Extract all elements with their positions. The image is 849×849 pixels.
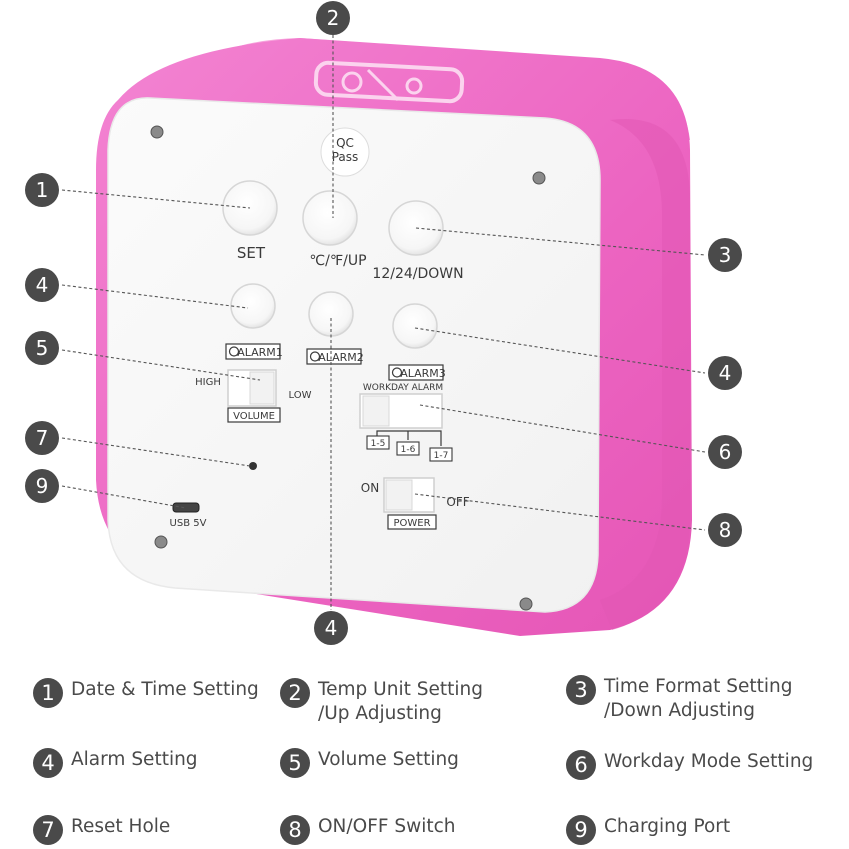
workday-alarm-label: WORKDAY ALARM	[363, 383, 443, 393]
svg-text:5: 5	[36, 336, 49, 360]
svg-text:9: 9	[36, 474, 49, 498]
legend-item-2: 2 Temp Unit Setting /Up Adjusting	[280, 678, 483, 726]
power-label: POWER	[393, 518, 430, 529]
format-down-label: 12/24/DOWN	[372, 266, 463, 282]
legend-text: Time Format Setting /Down Adjusting	[604, 676, 793, 721]
svg-text:6: 6	[719, 440, 732, 464]
legend-text: Temp Unit Setting /Up Adjusting	[318, 679, 483, 724]
legend-item-3: 3 Time Format Setting /Down Adjusting	[566, 675, 792, 723]
alarm-clock-icon	[309, 351, 321, 362]
usb-port[interactable]	[172, 502, 200, 513]
alarm-clock-icon	[228, 346, 240, 357]
legend-item-6: 6 Workday Mode Setting	[566, 750, 813, 780]
svg-text:4: 4	[36, 273, 49, 297]
legend-badge: 7	[33, 815, 63, 845]
callout-badges: 1 2 3 4 5 4 7 9 6 8 4	[25, 1, 742, 645]
power-switch[interactable]	[383, 477, 435, 513]
on-label: ON	[361, 481, 379, 495]
leader-lines	[61, 35, 706, 610]
workday-switch[interactable]	[359, 393, 443, 429]
qc-sticker: QC Pass	[320, 127, 370, 177]
legend-item-1: 1 Date & Time Setting	[33, 678, 259, 708]
alarm2-label: ALARM2	[318, 351, 364, 364]
set-label: SET	[237, 244, 266, 262]
legend-badge: 2	[280, 678, 310, 708]
legend-text: Volume Setting	[318, 749, 459, 770]
alarm3-label: ALARM3	[400, 367, 446, 380]
legend-text: Reset Hole	[71, 816, 171, 837]
svg-text:7: 7	[36, 426, 49, 450]
callout-4-left: 4	[25, 268, 59, 302]
legend-badge: 4	[33, 748, 63, 778]
legend-badge: 6	[566, 750, 596, 780]
callout-2: 2	[316, 1, 350, 35]
callout-4-right: 4	[708, 356, 742, 390]
screw-bottom-left	[154, 535, 168, 549]
workday-1-5-label: 1-5	[371, 439, 386, 449]
workday-bracket	[376, 430, 442, 446]
legend-text: Alarm Setting	[71, 749, 198, 770]
off-label: OFF	[446, 495, 469, 509]
alarm1-tag: ALARM1	[225, 343, 283, 360]
svg-text:1: 1	[36, 178, 49, 202]
screw-bottom-right	[519, 597, 533, 611]
workday-1-7-label: 1-7	[434, 451, 449, 461]
alarm2-tag: ALARM2	[306, 348, 364, 365]
callout-4-bottom: 4	[314, 611, 348, 645]
volume-label: VOLUME	[233, 411, 275, 422]
screw-top-right	[532, 171, 546, 185]
temp-up-button[interactable]	[302, 190, 358, 246]
low-label: LOW	[289, 390, 312, 401]
reset-hole[interactable]	[249, 462, 257, 470]
housing-side	[600, 119, 690, 630]
alarm3-tag: ALARM3	[388, 364, 446, 381]
legend-text: Charging Port	[604, 816, 731, 837]
callout-6: 6	[708, 435, 742, 469]
svg-text:2: 2	[327, 6, 340, 30]
legend-item-7: 7 Reset Hole	[33, 815, 170, 845]
screw-top-left	[150, 125, 164, 139]
svg-text:4: 4	[719, 361, 732, 385]
legend-item-4: 4 Alarm Setting	[33, 748, 198, 778]
svg-text:3: 3	[719, 243, 732, 267]
high-label: HIGH	[195, 377, 221, 388]
legend-item-5: 5 Volume Setting	[280, 748, 459, 778]
temp-up-label: ℃/℉/UP	[309, 253, 366, 269]
legend-text: Workday Mode Setting	[604, 751, 814, 772]
alarm3-button[interactable]	[392, 303, 438, 349]
legend-item-9: 9 Charging Port	[566, 815, 730, 845]
callout-7: 7	[25, 421, 59, 455]
alarm1-button[interactable]	[230, 283, 276, 329]
legend-badge: 1	[33, 678, 63, 708]
alarm-clock-icon	[391, 367, 403, 378]
workday-1-6-label: 1-6	[401, 445, 416, 455]
callout-5: 5	[25, 331, 59, 365]
legend-text: Date & Time Setting	[71, 679, 259, 700]
legend-badge: 3	[566, 675, 596, 705]
svg-text:8: 8	[719, 518, 732, 542]
volume-switch[interactable]	[227, 369, 277, 407]
svg-text:4: 4	[325, 616, 338, 640]
usb-label: USB 5V	[170, 518, 207, 529]
callout-1: 1	[25, 173, 59, 207]
top-logo-decal	[313, 60, 465, 104]
legend-badge: 9	[566, 815, 596, 845]
qc-line-1: QC	[336, 136, 354, 150]
qc-line-2: Pass	[332, 150, 359, 164]
legend-badge: 8	[280, 815, 310, 845]
callout-9: 9	[25, 469, 59, 503]
legend-badge: 5	[280, 748, 310, 778]
legend-item-8: 8 ON/OFF Switch	[280, 815, 456, 845]
callout-8: 8	[708, 513, 742, 547]
alarm1-label: ALARM1	[237, 346, 283, 359]
callout-3: 3	[708, 238, 742, 272]
legend-text: ON/OFF Switch	[318, 816, 456, 837]
